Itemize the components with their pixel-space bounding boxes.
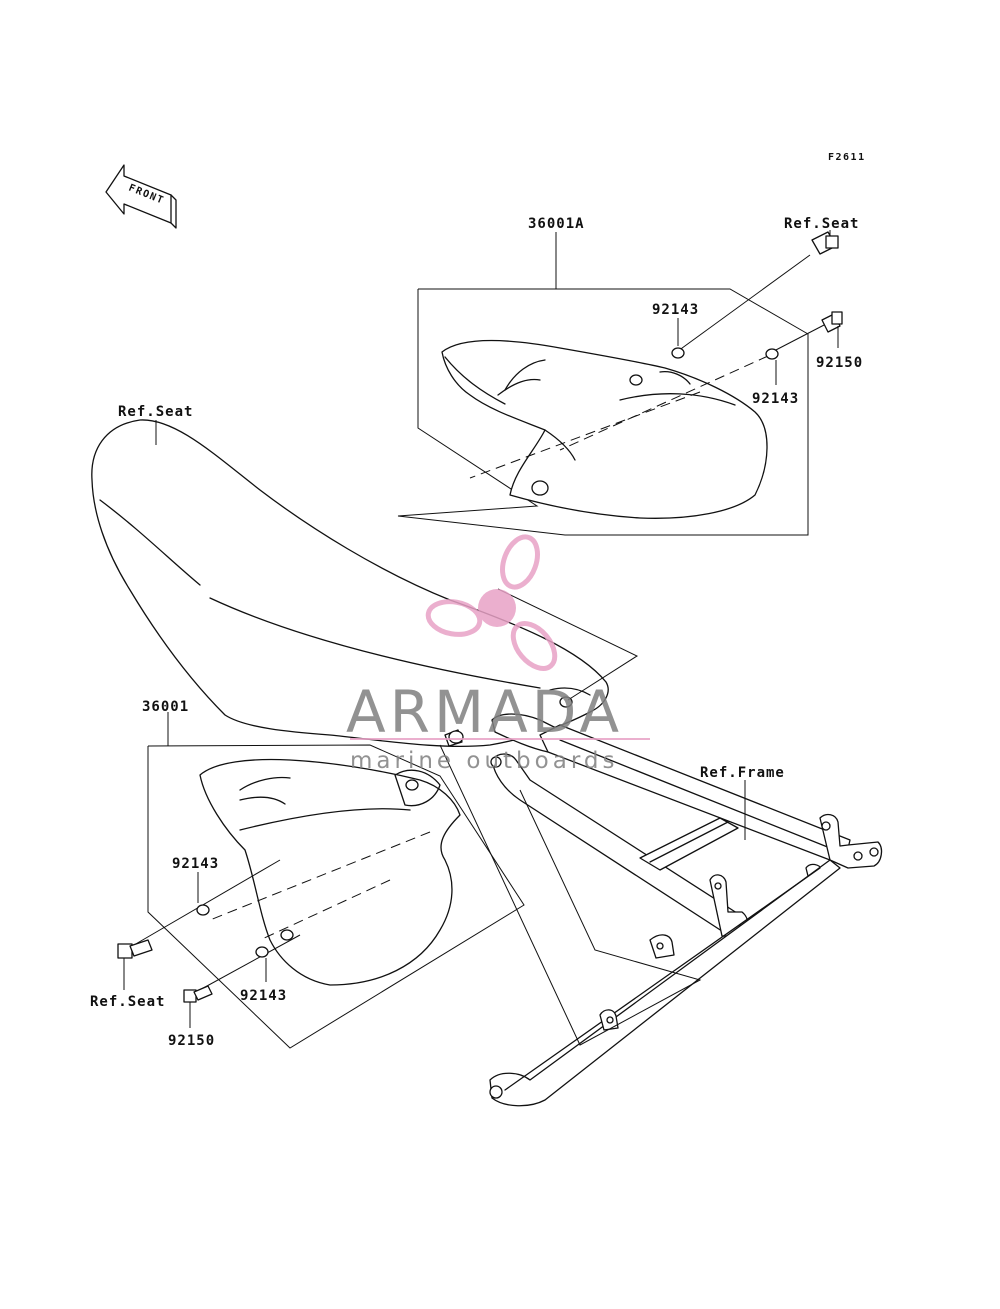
lower-collar-a	[196, 904, 210, 916]
seat-group: Ref.Seat	[91, 404, 639, 747]
frame-ref-label: Ref.Frame	[700, 765, 785, 781]
upper-bolt-label: 92150	[816, 355, 863, 371]
lower-ref-seat-label: Ref.Seat	[90, 994, 165, 1010]
front-arrow-icon: FRONT	[105, 164, 177, 229]
lower-collar-b-label: 92143	[240, 988, 287, 1004]
watermark: ARMADA marine outboards	[346, 534, 650, 774]
upper-collar-b-label: 92143	[752, 391, 799, 407]
upper-collar-b	[765, 348, 779, 360]
rear-frame-group: Ref.Frame	[439, 713, 883, 1107]
lower-ref-box	[147, 744, 525, 1049]
upper-side-cover-group: 92143 92143 Ref.Seat 92150 36001A	[397, 216, 863, 536]
upper-seat-bolt-icon	[811, 231, 839, 255]
watermark-brand: ARMADA	[346, 678, 623, 746]
lower-seat-bolt-icon	[117, 939, 153, 959]
upper-collar-a-label: 92143	[652, 302, 699, 318]
lower-bolt-icon	[183, 985, 213, 1003]
lower-cover-part-label: 36001	[142, 699, 189, 715]
lower-collar-b	[255, 946, 269, 958]
upper-collar-a	[671, 347, 685, 359]
upper-ref-box	[397, 288, 809, 536]
lower-side-cover	[199, 758, 461, 986]
watermark-tagline: marine outboards	[350, 748, 618, 774]
upper-cover-part-label: 36001A	[528, 216, 585, 232]
propeller-logo-icon	[425, 534, 558, 671]
lower-bolt-label: 92150	[168, 1033, 215, 1049]
upper-ref-seat-label: Ref.Seat	[784, 216, 859, 232]
seat	[91, 419, 609, 747]
figure-code: F2611	[828, 152, 866, 163]
seat-ref-label: Ref.Seat	[118, 404, 193, 420]
lower-side-cover-group: 36001 92143 92143 Ref.Seat	[90, 699, 525, 1049]
lower-collar-a-label: 92143	[172, 856, 219, 872]
upper-bolt-icon	[821, 311, 843, 333]
